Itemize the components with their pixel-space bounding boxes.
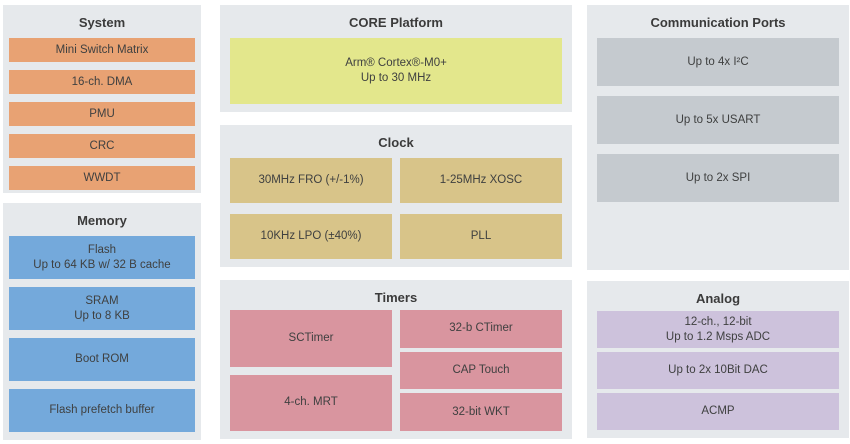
block-wkt: 32-bit WKT	[400, 393, 562, 432]
block-crc: CRC	[9, 134, 195, 158]
panel-timers-title: Timers	[374, 290, 418, 305]
panel-core-title: CORE Platform	[349, 15, 443, 30]
timers-blocks: SCTimer 4-ch. MRT 32-b CTimer CAP Touch …	[230, 310, 562, 432]
block-fro: 30MHz FRO (+/-1%)	[230, 158, 392, 203]
system-blocks: Mini Switch Matrix 16-ch. DMA PMU CRC WW…	[9, 38, 195, 190]
block-adc: 12-ch., 12-bit Up to 1.2 Msps ADC	[597, 311, 839, 348]
block-lpo: 10KHz LPO (±40%)	[230, 214, 392, 259]
panel-timers: Timers SCTimer 4-ch. MRT 32-b CTimer CAP…	[220, 280, 572, 439]
block-acmp: ACMP	[597, 393, 839, 430]
block-flash-prefetch-buffer: Flash prefetch buffer	[9, 389, 195, 432]
block-wwdt: WWDT	[9, 166, 195, 190]
block-mrt: 4-ch. MRT	[230, 374, 392, 431]
clock-blocks: 30MHz FRO (+/-1%) 1-25MHz XOSC 10KHz LPO…	[230, 158, 562, 259]
timers-right-column: 32-b CTimer CAP Touch 32-bit WKT	[400, 310, 562, 432]
panel-analog: Analog 12-ch., 12-bit Up to 1.2 Msps ADC…	[587, 281, 849, 438]
block-i2c: Up to 4x I²C	[597, 38, 839, 86]
timers-left-column: SCTimer 4-ch. MRT	[230, 310, 392, 431]
panel-system: System Mini Switch Matrix 16-ch. DMA PMU…	[3, 5, 201, 193]
block-sram: SRAM Up to 8 KB	[9, 287, 195, 330]
block-flash: Flash Up to 64 KB w/ 32 B cache	[9, 236, 195, 279]
block-dma: 16-ch. DMA	[9, 70, 195, 94]
panel-communication-title: Communication Ports	[650, 15, 786, 30]
panel-memory: Memory Flash Up to 64 KB w/ 32 B cache S…	[3, 203, 201, 440]
analog-blocks: 12-ch., 12-bit Up to 1.2 Msps ADC Up to …	[597, 311, 839, 430]
left-column: System Mini Switch Matrix 16-ch. DMA PMU…	[3, 5, 201, 440]
block-dac: Up to 2x 10Bit DAC	[597, 352, 839, 389]
block-xosc: 1-25MHz XOSC	[400, 158, 562, 203]
block-cap-touch: CAP Touch	[400, 351, 562, 390]
panel-memory-title: Memory	[77, 213, 127, 228]
block-pmu: PMU	[9, 102, 195, 126]
block-boot-rom: Boot ROM	[9, 338, 195, 381]
panel-communication-ports: Communication Ports Up to 4x I²C Up to 5…	[587, 5, 849, 270]
block-spi: Up to 2x SPI	[597, 154, 839, 202]
panel-analog-title: Analog	[695, 291, 741, 306]
block-cortex-m0plus: Arm® Cortex®-M0+ Up to 30 MHz	[230, 38, 562, 104]
block-pll: PLL	[400, 214, 562, 259]
panel-system-title: System	[78, 15, 126, 30]
block-sctimer: SCTimer	[230, 310, 392, 367]
communication-blocks: Up to 4x I²C Up to 5x USART Up to 2x SPI	[597, 38, 839, 202]
panel-core-platform: CORE Platform Arm® Cortex®-M0+ Up to 30 …	[220, 5, 572, 112]
block-mini-switch-matrix: Mini Switch Matrix	[9, 38, 195, 62]
panel-clock: Clock 30MHz FRO (+/-1%) 1-25MHz XOSC 10K…	[220, 125, 572, 267]
block-ctimer: 32-b CTimer	[400, 310, 562, 348]
panel-clock-title: Clock	[378, 135, 414, 150]
core-blocks: Arm® Cortex®-M0+ Up to 30 MHz	[230, 38, 562, 104]
right-column: Communication Ports Up to 4x I²C Up to 5…	[587, 5, 849, 438]
block-usart: Up to 5x USART	[597, 96, 839, 144]
middle-column: CORE Platform Arm® Cortex®-M0+ Up to 30 …	[220, 5, 572, 439]
memory-blocks: Flash Up to 64 KB w/ 32 B cache SRAM Up …	[9, 236, 195, 432]
